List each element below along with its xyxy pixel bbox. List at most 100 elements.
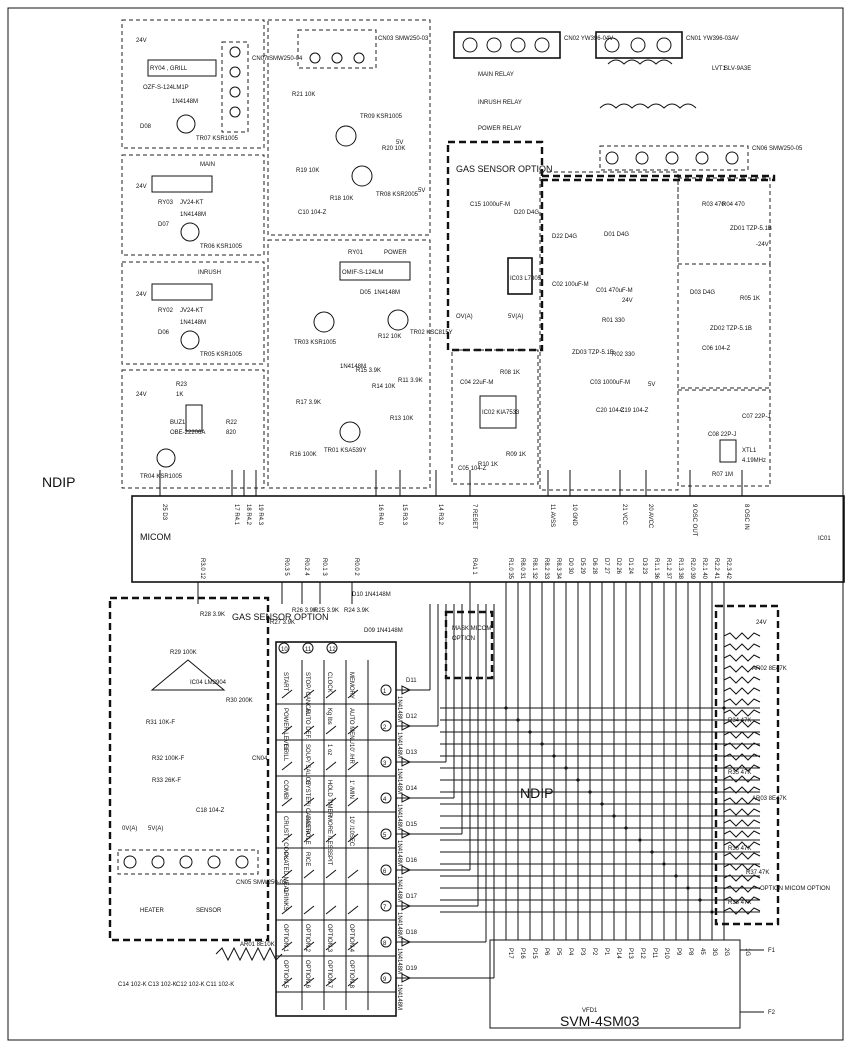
- key-switch: [303, 905, 315, 915]
- resistor-zigzag: [723, 742, 761, 750]
- resistor-ref: R23: [176, 382, 188, 388]
- transistor-symbol: [176, 114, 196, 134]
- gas-sensor-title: GAS SENSOR OPTION: [232, 612, 329, 622]
- osc-block: [677, 389, 771, 487]
- gas-sensor-option-bottom: [108, 596, 270, 942]
- micom-label: MICOM: [140, 532, 171, 542]
- key-switch: [347, 761, 359, 771]
- diode-part: 1N4148M: [374, 290, 400, 296]
- junction-dot: [516, 718, 520, 722]
- pin: [179, 855, 193, 869]
- ar01-resistor-array: [215, 946, 283, 962]
- pin: [725, 151, 739, 165]
- micom-bottom-pin-label: R8.3 34: [555, 558, 561, 580]
- micom-top-pin-label: 15 R3.3: [401, 504, 407, 526]
- resistor-ref: R22: [226, 420, 238, 426]
- tr01-label: TR01 KSA539Y: [324, 448, 366, 454]
- key-label: COMBI: [282, 780, 288, 800]
- c13-label: C13 102-K: [148, 982, 177, 988]
- key-switch: [347, 833, 359, 843]
- key-row-number: 4: [383, 797, 387, 803]
- resistor-zigzags: [723, 632, 761, 915]
- r31-label: R31 10K-F: [146, 720, 175, 726]
- c02-label: C02 100uF-M: [552, 282, 589, 288]
- relay-coil-box: [151, 283, 213, 301]
- key-switch: [281, 941, 293, 951]
- key-switch: [325, 797, 337, 807]
- key-switch: [303, 977, 315, 987]
- power-relay: RY01 POWER OMIF-S-124LM 1N4148M D05 TR03…: [290, 250, 453, 458]
- resistor-zigzag: [723, 676, 761, 684]
- transformer-coil: [607, 59, 673, 65]
- key-switch: [303, 869, 315, 879]
- micom-bottom-pin-label: R1.0 35: [507, 558, 513, 580]
- resistor-zigzag: [723, 731, 761, 739]
- cn04-label: CN04: [252, 756, 268, 762]
- key-switch: [347, 797, 359, 807]
- pin: [207, 855, 221, 869]
- cn01-label: CN01 YW396-03AV: [686, 36, 739, 42]
- cn04-key-connector: [275, 641, 397, 1017]
- vfd-pin-label: F2: [768, 1010, 776, 1016]
- micom-bottom-pin-label: R8.0 31: [519, 558, 525, 580]
- d03-label: D03 D4G: [690, 290, 715, 296]
- d01-label: D01 D4G: [604, 232, 629, 238]
- key-label: CLOCK: [326, 672, 332, 693]
- junction-dot: [576, 778, 580, 782]
- vfd-pin-label: P15: [531, 948, 537, 959]
- micom-bottom-pin-label: R0.3 5: [283, 558, 289, 576]
- 5v-label: 5V: [648, 382, 655, 388]
- pin: [665, 151, 679, 165]
- micom-bottom-pin-label: D2 26: [615, 558, 621, 575]
- zener-block-2: [677, 263, 771, 389]
- junction-dot: [600, 802, 604, 806]
- key-switch: [325, 941, 337, 951]
- xtl1-label: XTL1: [742, 448, 757, 454]
- key-label: Kg lbs: [326, 708, 332, 725]
- junction-dot: [650, 850, 654, 854]
- resistor-zigzag: [723, 720, 761, 728]
- relay-name: MAIN: [200, 162, 215, 168]
- micom-bottom-pin-label: D3 23: [641, 558, 647, 575]
- c11-label: C11 102-K: [206, 982, 234, 988]
- transistor-symbol: [180, 222, 200, 242]
- relay-name: RY01: [348, 250, 364, 256]
- micom-bottom-pin-label: R1.3 38: [677, 558, 683, 580]
- micom-bottom-pin-label: R3.0 12: [199, 558, 205, 580]
- resistor-zigzag: [723, 797, 761, 805]
- diode-part: 1N4148M: [396, 876, 402, 902]
- ndip-label-left: NDIP: [42, 474, 75, 490]
- key-switch: [347, 725, 359, 735]
- key-switch: [347, 689, 359, 699]
- zd01-label: ZD01 TZP-5.1B: [730, 226, 772, 232]
- key-label: 1' /MIN: [348, 780, 354, 799]
- key-label: OPTION 7: [326, 960, 332, 989]
- r08-label: R08 1K: [500, 370, 520, 376]
- zener-area: R03 470 R04 470 ZD01 TZP-5.1B -24V D03 D…: [690, 202, 772, 478]
- key-row-node: [380, 684, 392, 696]
- grill-relay-block: [121, 19, 265, 149]
- relay-label: POWER: [384, 250, 407, 256]
- main-relay-block: [121, 154, 265, 256]
- junction-dot: [722, 706, 726, 710]
- key-label: CRUSTY COOK: [282, 816, 288, 860]
- key-row-number: 9: [383, 977, 387, 983]
- key-switch: [325, 689, 337, 699]
- key-row-node: [380, 756, 392, 768]
- micom-top-pin-label: 18 R4.2: [245, 504, 251, 526]
- vfd-pin-label: P4: [567, 948, 573, 956]
- 0va-label: 0V(A): [122, 826, 137, 832]
- key-label: RICE: [304, 852, 310, 866]
- key-switch: [281, 797, 293, 807]
- relay-part: JV24-KT: [180, 200, 204, 206]
- cn03-label: CN03 SMW250-03: [378, 36, 429, 42]
- ic02-symbol: [479, 395, 517, 429]
- r16-label: R16 100K: [290, 452, 317, 458]
- diode-ref: D07: [158, 222, 170, 228]
- tr02-label: TR02 KSC815Y: [410, 330, 453, 336]
- diode-ref: D08: [140, 124, 152, 130]
- vfd-pin-label: 3G: [711, 948, 717, 956]
- resistor-zigzag: [723, 830, 761, 838]
- pin: [309, 52, 321, 64]
